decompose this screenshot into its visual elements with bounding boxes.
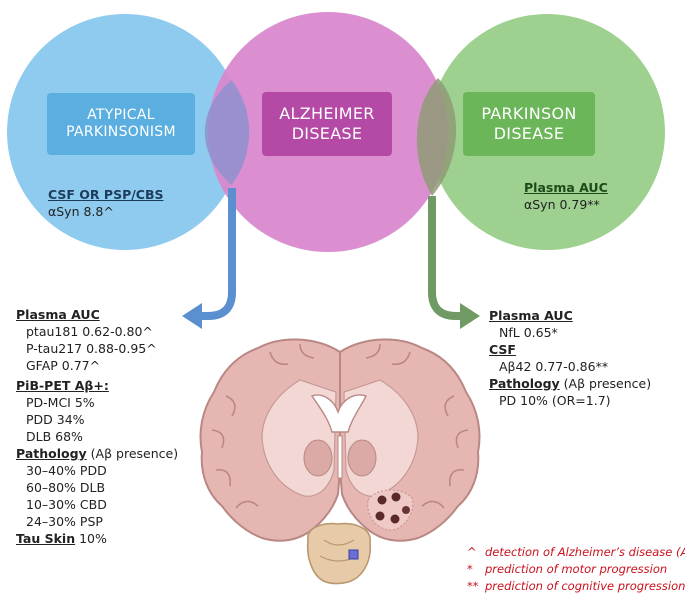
list-item: P-tau217 0.88-0.95^ [26,341,157,356]
legend-symbol: ** [467,579,479,593]
lesion-dot [391,492,401,502]
atypical-csf-value: αSyn 8.8^ [48,204,114,219]
tau-skin-heading: Tau Skin [16,531,76,546]
parkinson-plasma-heading: Plasma AUC [524,180,608,195]
pathology-heading-row: Pathology (Aβ presence) [489,375,651,392]
arrow-to-right-panel [428,196,480,329]
lesion-dot [375,511,385,521]
alzheimer-disease-label: ALZHEIMER DISEASE [262,92,392,156]
legend-text: prediction of motor progression [485,562,668,576]
list-item: 60–80% DLB [26,480,106,495]
legend-symbol: * [467,562,473,576]
list-item: 24–30% PSP [26,514,103,529]
parkinson-plasma-value: αSyn 0.79** [524,197,600,212]
list-item: NfL 0.65* [499,325,558,340]
left-biomarker-panel: Plasma AUC ptau181 0.62-0.80^ P-tau217 0… [16,306,178,547]
plasma-heading: Plasma AUC [16,307,100,322]
legend-text: prediction of cognitive progression [485,579,685,593]
legend-text: detection of Alzheimer’s disease (AD) [485,545,685,559]
arrow-to-left-panel [182,188,236,329]
pathology-note: (Aβ presence) [86,446,179,461]
legend-symbol: ^ [467,545,477,559]
atypical-csf-heading: CSF OR PSP/CBS [48,187,164,202]
list-item: Aβ42 0.77-0.86** [499,359,609,374]
list-item: PD 10% (OR=1.7) [499,393,611,408]
label-line: PARKINSONISM [66,124,176,140]
list-item: GFAP 0.77^ [26,358,101,373]
lesion-dot [402,506,410,514]
lesion-dot [377,495,387,505]
tau-skin-row: Tau Skin 10% [16,530,178,547]
legend-item: ^ detection of Alzheimer’s disease (AD) [467,544,685,561]
brain-coronal-section [199,338,481,542]
pathology-heading-row: Pathology (Aβ presence) [16,445,178,462]
overlap-atypical-alzheimer [204,80,250,185]
list-item: 30–40% PDD [26,463,107,478]
atypical-parkinsonism-label: ATYPICAL PARKINSONISM [47,93,195,155]
pathology-note: (Aβ presence) [559,376,652,391]
label-line: PARKINSON [481,104,577,123]
list-item: PD-MCI 5% [26,395,95,410]
legend-item: * prediction of motor progression [467,561,685,578]
brainstem-section [306,522,372,585]
label-line: ALZHEIMER [279,104,375,123]
right-biomarker-panel: Plasma AUC NfL 0.65* CSF Aβ42 0.77-0.86*… [489,307,651,409]
label-line: DISEASE [291,124,363,143]
overlap-alzheimer-parkinson [416,78,457,196]
symbol-legend: ^ detection of Alzheimer’s disease (AD) *… [467,544,685,595]
parkinson-disease-label: PARKINSON DISEASE [463,92,595,156]
label-line: ATYPICAL [87,106,155,123]
tau-skin-value: 10% [75,531,107,546]
lateral-ventricles [310,394,367,433]
venn-diagram [7,12,665,252]
pib-pet-heading: PiB-PET Aβ+: [16,378,109,393]
pathology-heading: Pathology [489,376,560,391]
legend-item: ** prediction of cognitive progression [467,578,685,595]
lesion-dot [390,514,400,524]
atypical-csf-block: CSF OR PSP/CBS αSyn 8.8^ [48,186,164,220]
plasma-heading: Plasma AUC [489,308,573,323]
list-item: PDD 34% [26,412,85,427]
csf-heading: CSF [489,342,516,357]
label-line: DISEASE [493,124,565,143]
list-item: DLB 68% [26,429,83,444]
list-item: 10–30% CBD [26,497,107,512]
pathology-heading: Pathology [16,446,87,461]
brainstem-marker [348,549,359,560]
parkinson-plasma-block: Plasma AUC αSyn 0.79** [524,179,608,213]
list-item: ptau181 0.62-0.80^ [26,324,153,339]
